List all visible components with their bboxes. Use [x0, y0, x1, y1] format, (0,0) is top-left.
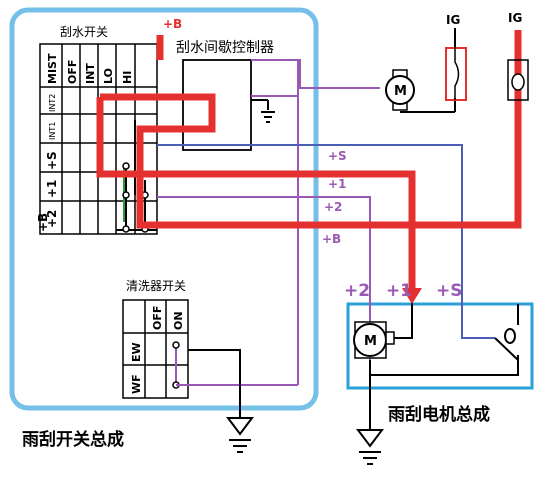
washer-pos-off: OFF — [151, 306, 164, 330]
washer-term-wf: WF — [130, 374, 143, 394]
ground-controller — [261, 111, 275, 123]
wiper-motor-symbol: M — [364, 334, 377, 349]
washer-switch-grid — [122, 299, 189, 399]
term-int1: INT1 — [48, 122, 57, 140]
switch-assembly-border — [9, 7, 319, 411]
ig-relay-coil — [511, 73, 525, 91]
wire-label-2: +2 — [324, 200, 342, 214]
term-int2: INT2 — [48, 94, 57, 112]
ig-label-right: IG — [508, 11, 522, 25]
wiper-switch-terminal-labels: INT2 INT1 +S +1 +2 — [45, 94, 59, 228]
pos-mist: MIST — [46, 53, 59, 84]
fuse-element — [454, 48, 460, 100]
motor-term-1: +1 — [386, 281, 412, 301]
term-1: +1 — [45, 180, 59, 198]
motor-term-s: +S — [436, 281, 463, 301]
upper-motor-symbol: M — [394, 84, 407, 99]
blue-wire-s — [157, 144, 495, 339]
ig-relay-box — [507, 59, 529, 101]
upper-motor — [385, 69, 415, 111]
motor-assembly-border — [346, 302, 534, 390]
washer-term-ew: EW — [130, 342, 143, 362]
washer-labels: OFF ON EW WF — [130, 306, 185, 394]
fuse-box — [445, 47, 467, 101]
wire-label-1: +1 — [328, 177, 346, 191]
wiper-switch-title: 刮水开关 — [60, 25, 108, 39]
pos-lo: LO — [102, 68, 115, 84]
pos-hi: HI — [121, 71, 134, 84]
term-2: +2 — [45, 210, 59, 228]
red-highlight-wires — [96, 30, 522, 292]
switch-contacts — [122, 162, 149, 233]
wire-labels: +S +1 +2 +B — [322, 149, 347, 246]
washer-switch-title: 清洗器开关 — [126, 279, 186, 293]
ig-label-left: IG — [446, 13, 460, 27]
wire-label-s: +S — [328, 149, 347, 163]
wiper-motor — [353, 321, 395, 359]
controller-supply-label: +B — [163, 17, 182, 31]
red-arrow — [402, 288, 422, 304]
switch-assembly-label: 雨刮开关总成 — [22, 429, 124, 450]
motor-terminal-labels: +2 +1 +S — [344, 281, 463, 301]
term-b: +B — [36, 213, 50, 232]
washer-pos-on: ON — [172, 311, 185, 330]
intermittent-controller-box — [182, 59, 252, 151]
ground-washer — [226, 417, 254, 453]
ground-motor — [356, 429, 384, 465]
motor-assembly-label: 雨刮电机总成 — [388, 404, 490, 425]
park-switch — [494, 304, 519, 361]
motor-term-2: +2 — [344, 281, 370, 301]
pos-off: OFF — [66, 60, 79, 84]
controller-title: 刮水间歇控制器 — [176, 40, 274, 56]
wiper-switch-position-labels: MIST OFF INT LO HI — [46, 53, 134, 84]
term-s: +S — [45, 151, 59, 170]
pos-int: INT — [84, 63, 97, 84]
wire-label-b: +B — [322, 232, 341, 246]
